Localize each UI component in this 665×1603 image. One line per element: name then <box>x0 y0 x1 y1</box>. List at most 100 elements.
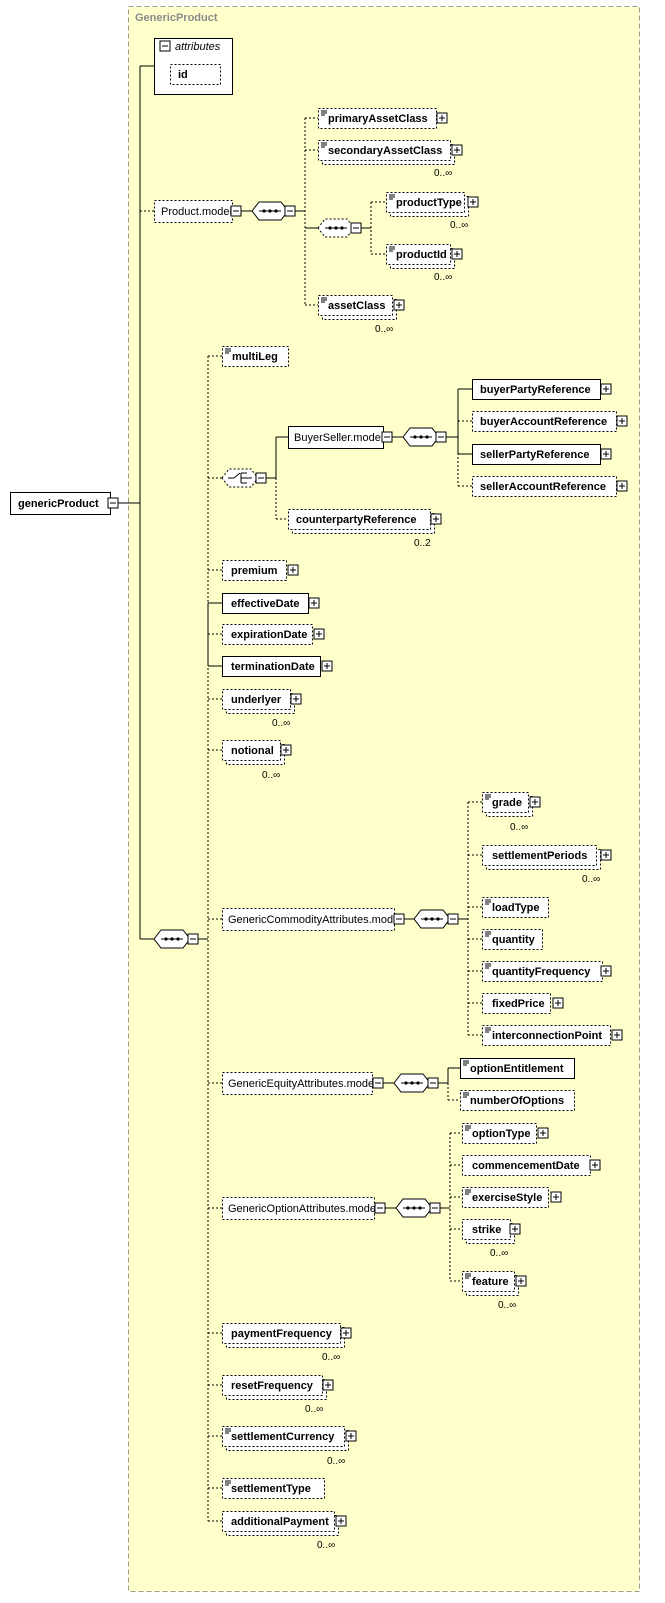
feature-expand-icon[interactable] <box>515 1275 527 1287</box>
exercise-style-element <box>462 1187 549 1208</box>
commodity-model-label: GenericCommodityAttributes.model <box>228 914 402 926</box>
root-toggle-icon[interactable] <box>107 497 119 509</box>
grade-occurs: 0..∞ <box>510 822 528 833</box>
primary-asset-class-expand-icon[interactable] <box>436 112 448 124</box>
root-element-label: genericProduct <box>18 498 99 510</box>
commodity-model-toggle-icon[interactable] <box>393 913 405 925</box>
number-of-options-element <box>460 1090 575 1111</box>
counterparty-reference-expand-icon[interactable] <box>430 513 442 525</box>
notional-expand-icon[interactable] <box>280 744 292 756</box>
equity-sequence-toggle-icon[interactable] <box>427 1077 439 1089</box>
premium-expand-icon[interactable] <box>287 564 299 576</box>
attribute-id: id <box>178 69 188 81</box>
secondary-asset-class-label: secondaryAssetClass <box>328 145 442 157</box>
exercise-style-label: exerciseStyle <box>472 1192 542 1204</box>
counterparty-reference-label: counterpartyReference <box>296 514 416 526</box>
option-type-label: optionType <box>472 1128 530 1140</box>
interconnection-point-label: interconnectionPoint <box>492 1030 602 1042</box>
quantity-frequency-label: quantityFrequency <box>492 966 591 978</box>
commodity-model-group <box>222 908 395 931</box>
product-model-toggle-icon[interactable] <box>230 205 242 217</box>
reset-frequency-expand-icon[interactable] <box>322 1379 334 1391</box>
buyer-account-reference-expand-icon[interactable] <box>616 415 628 427</box>
payment-frequency-occurs: 0..∞ <box>322 1352 340 1363</box>
equity-model-toggle-icon[interactable] <box>372 1077 384 1089</box>
settlement-type-label: settlementType <box>231 1483 311 1495</box>
product-type-occurs: 0..∞ <box>450 220 468 231</box>
commencement-date-expand-icon[interactable] <box>589 1159 601 1171</box>
product-model-label: Product.model <box>161 206 232 218</box>
buyer-account-reference-label: buyerAccountReference <box>480 416 607 428</box>
commodity-sequence-toggle-icon[interactable] <box>447 913 459 925</box>
grade-expand-icon[interactable] <box>529 796 541 808</box>
grade-label: grade <box>492 797 522 809</box>
fixed-price-label: fixedPrice <box>492 998 545 1010</box>
settlement-currency-expand-icon[interactable] <box>345 1430 357 1442</box>
product-id-element <box>386 244 451 265</box>
asset-class-label: assetClass <box>328 300 386 312</box>
termination-date-expand-icon[interactable] <box>321 660 333 672</box>
quantity-element <box>482 929 543 950</box>
buyer-seller-model-toggle-icon[interactable] <box>381 431 393 443</box>
feature-element <box>462 1271 515 1292</box>
notional-occurs: 0..∞ <box>262 770 280 781</box>
expiration-date-expand-icon[interactable] <box>313 628 325 640</box>
interconnection-point-expand-icon[interactable] <box>611 1029 623 1041</box>
underlyer-expand-icon[interactable] <box>290 693 302 705</box>
option-model-group <box>222 1197 375 1220</box>
secondary-asset-class-expand-icon[interactable] <box>451 144 463 156</box>
asset-class-expand-icon[interactable] <box>393 299 405 311</box>
buyer-party-reference-label: buyerPartyReference <box>480 384 591 396</box>
additional-payment-element <box>222 1511 335 1532</box>
product-inner-sequence-toggle-icon[interactable] <box>350 222 362 234</box>
seller-account-reference-label: sellerAccountReference <box>480 481 606 493</box>
settlement-periods-element <box>482 845 597 866</box>
fixed-price-expand-icon[interactable] <box>552 997 564 1009</box>
product-id-occurs: 0..∞ <box>434 272 452 283</box>
attributes-collapse-icon[interactable] <box>159 40 171 52</box>
option-model-label: GenericOptionAttributes.model <box>228 1203 378 1215</box>
product-id-expand-icon[interactable] <box>451 248 463 260</box>
product-type-label: productType <box>396 197 462 209</box>
seller-party-reference-expand-icon[interactable] <box>600 448 612 460</box>
equity-model-label: GenericEquityAttributes.model <box>228 1078 377 1090</box>
commencement-date-label: commencementDate <box>472 1160 580 1172</box>
effective-date-expand-icon[interactable] <box>308 597 320 609</box>
option-sequence-toggle-icon[interactable] <box>429 1202 441 1214</box>
expiration-date-label: expirationDate <box>231 629 307 641</box>
quantity-frequency-expand-icon[interactable] <box>600 965 612 977</box>
additional-payment-expand-icon[interactable] <box>335 1515 347 1527</box>
strike-expand-icon[interactable] <box>509 1223 521 1235</box>
seller-account-reference-expand-icon[interactable] <box>616 480 628 492</box>
settlement-periods-label: settlementPeriods <box>492 850 587 862</box>
product-id-label: productId <box>396 249 447 261</box>
effective-date-label: effectiveDate <box>231 598 299 610</box>
quantity-label: quantity <box>492 934 536 946</box>
product-model-sequence-toggle-icon[interactable] <box>284 205 296 217</box>
payment-frequency-label: paymentFrequency <box>231 1328 333 1340</box>
group-title: GenericProduct <box>135 12 218 24</box>
buyer-party-reference-expand-icon[interactable] <box>600 383 612 395</box>
party-choice-toggle-icon[interactable] <box>255 472 267 484</box>
primary-asset-class-label: primaryAssetClass <box>328 113 428 125</box>
asset-class-occurs: 0..∞ <box>375 324 393 335</box>
settlement-periods-expand-icon[interactable] <box>600 849 612 861</box>
product-type-expand-icon[interactable] <box>467 196 479 208</box>
product-inner-sequence-icon <box>317 218 355 238</box>
option-model-toggle-icon[interactable] <box>374 1202 386 1214</box>
option-entitlement-element <box>460 1058 575 1079</box>
exercise-style-expand-icon[interactable] <box>550 1191 562 1203</box>
option-sequence-icon <box>395 1198 433 1218</box>
option-type-expand-icon[interactable] <box>537 1127 549 1139</box>
commodity-sequence-icon <box>413 909 451 929</box>
buyer-seller-sequence-toggle-icon[interactable] <box>435 431 447 443</box>
payment-frequency-expand-icon[interactable] <box>340 1327 352 1339</box>
main-sequence-toggle-icon[interactable] <box>187 933 199 945</box>
settlement-currency-label: settlementCurrency <box>231 1431 335 1443</box>
feature-label: feature <box>472 1276 509 1288</box>
attributes-label: attributes <box>175 41 221 53</box>
additional-payment-occurs: 0..∞ <box>317 1540 335 1551</box>
reset-frequency-label: resetFrequency <box>231 1380 314 1392</box>
attribute-id-box <box>170 64 221 85</box>
option-entitlement-label: optionEntitlement <box>470 1063 564 1075</box>
